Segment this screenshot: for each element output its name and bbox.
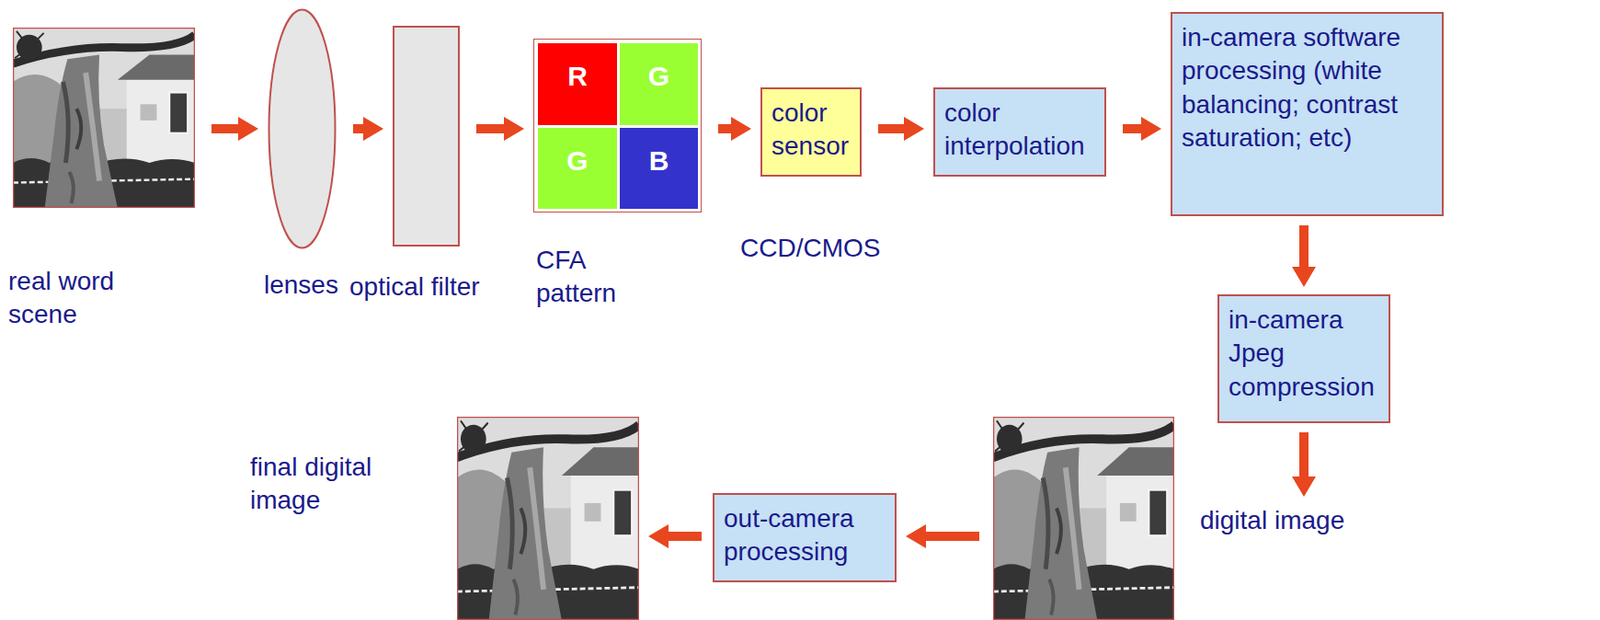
cfa-cell: G	[537, 127, 618, 209]
scene-photo	[993, 416, 1175, 620]
cfa-cell: B	[619, 127, 698, 209]
flow-arrow	[718, 116, 752, 141]
box-label: out-camera processing	[723, 502, 886, 570]
lens-outline	[267, 8, 337, 250]
cfa-letter: R	[567, 57, 588, 94]
process-box: out-camera processing	[712, 492, 897, 583]
lens-outline	[269, 10, 336, 249]
process-box: color interpolation	[933, 87, 1107, 177]
cfa-pattern: CFA patternRGGB	[533, 38, 702, 213]
cfa-letter: G	[566, 142, 588, 179]
caption-label: real word scene	[8, 264, 174, 332]
caption-label: CFA pattern	[536, 243, 656, 311]
cfa-cell: R	[537, 43, 618, 126]
scene-photo: final digital image	[457, 416, 640, 620]
flow-arrow	[905, 524, 980, 549]
optical-filter: optical filter	[392, 25, 460, 247]
caption-label: CCD/CMOS	[740, 231, 925, 265]
cfa-letter: G	[648, 57, 670, 94]
scene-photo: real word scene	[12, 27, 195, 208]
flow-arrow	[353, 116, 384, 141]
flow-arrow	[878, 116, 925, 141]
box-label: in-camera Jpeg compression	[1228, 303, 1380, 404]
scene-photo	[457, 416, 640, 620]
lens-shape: lenses	[267, 8, 337, 250]
flow-arrow	[211, 116, 259, 141]
flow-arrow	[1291, 225, 1316, 287]
scene-photo	[12, 27, 195, 208]
box-label: color interpolation	[944, 96, 1096, 164]
caption-label: optical filter	[349, 270, 534, 304]
flow-arrow	[1122, 116, 1162, 141]
process-box: in-camera software processing (white bal…	[1170, 11, 1444, 217]
process-box: in-camera Jpeg compression	[1217, 294, 1391, 423]
caption-label: final digital image	[250, 450, 407, 518]
caption-label: digital image	[1200, 503, 1384, 538]
scene-photo: digital image	[993, 416, 1175, 620]
box-label: color sensor	[771, 96, 851, 164]
cfa-cell: G	[619, 43, 698, 126]
flow-arrow	[648, 524, 702, 549]
flow-arrow	[476, 116, 525, 141]
flow-arrow	[1291, 432, 1316, 497]
box-label: in-camera software processing (white bal…	[1181, 21, 1433, 156]
sensor-box: color sensorCCD/CMOS	[760, 87, 862, 177]
cfa-letter: B	[649, 142, 670, 179]
